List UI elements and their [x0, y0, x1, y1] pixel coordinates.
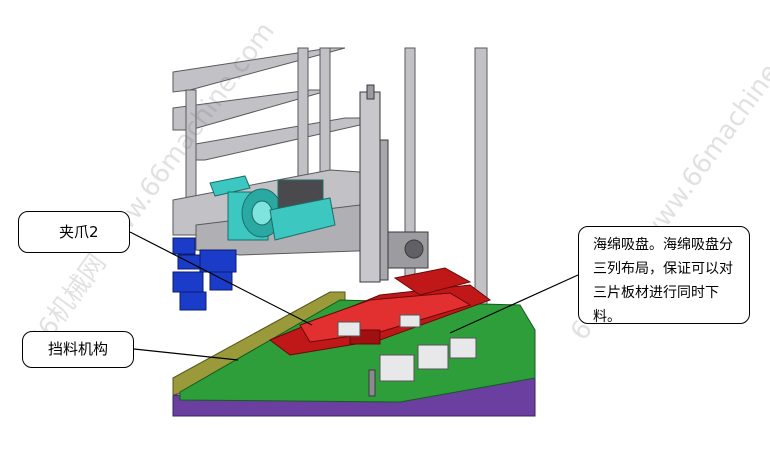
- sponge-suction-cups: [337, 314, 477, 382]
- callout-sponge-suction-cup: 海绵吸盘。海绵吸盘分三列布局，保证可以对三片板材进行同时下料。: [578, 226, 750, 325]
- leader-stopper: [133, 348, 239, 361]
- vertical-column: [359, 84, 429, 283]
- support-post: [368, 369, 376, 397]
- callout-gripper-2: 夹爪2: [18, 211, 130, 253]
- leader-lines: [129, 231, 579, 361]
- leader-gripper: [129, 231, 313, 326]
- callout-stopper-mechanism: 挡料机构: [22, 331, 134, 368]
- leader-sponge: [449, 274, 579, 334]
- blue-bins: [172, 237, 237, 311]
- motor-assembly: [209, 175, 336, 241]
